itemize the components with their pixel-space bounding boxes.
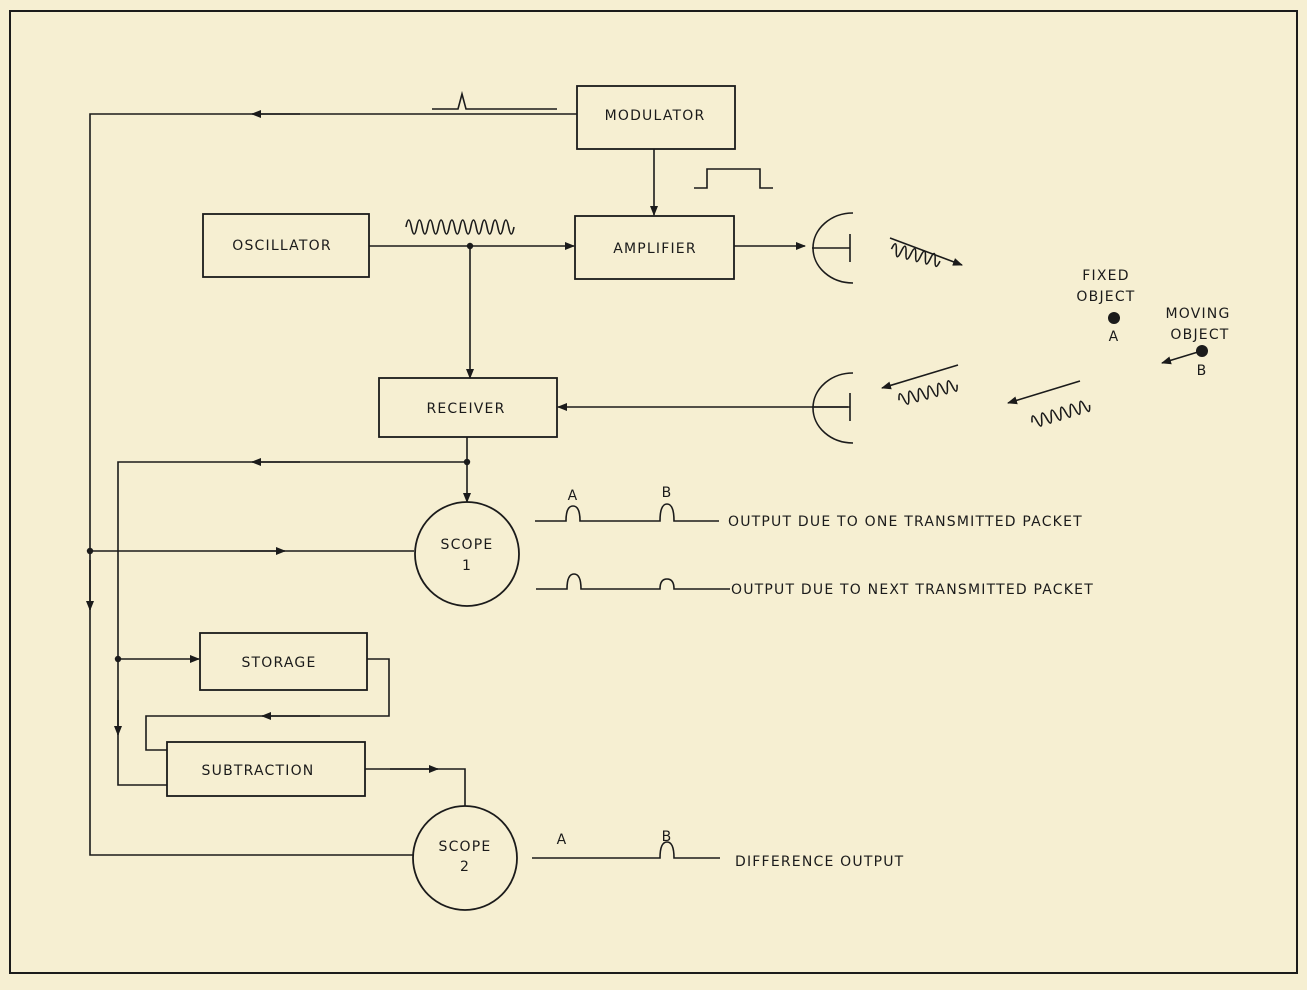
trace-1-label: OUTPUT DUE TO ONE TRANSMITTED PACKET xyxy=(728,514,1083,530)
trace-1-waveform xyxy=(535,503,719,522)
oscillator-block: OSCILLATOR xyxy=(202,213,370,278)
scope-2-number: 2 xyxy=(460,859,470,875)
oscillator-wave-icon xyxy=(405,219,515,235)
scope-1: SCOPE 1 xyxy=(414,501,520,607)
storage-label: STORAGE xyxy=(241,655,316,671)
trace-3-pulse-a-label: A xyxy=(557,832,568,848)
trace-1-pulse-b-label: B xyxy=(662,485,673,501)
signal-lines xyxy=(86,110,848,856)
returning-wave-packet-icon xyxy=(1007,380,1091,427)
scope-1-number: 1 xyxy=(462,558,472,574)
subtraction-to-scope-2 xyxy=(365,768,466,806)
receiver-block: RECEIVER xyxy=(378,377,558,438)
trace-2-waveform xyxy=(536,573,730,590)
trace-one-packet: A B OUTPUT DUE TO ONE TRANSMITTED PACKET xyxy=(535,485,1083,530)
scope-2: SCOPE 2 xyxy=(412,805,518,911)
page-frame xyxy=(9,10,1298,974)
trace-3-label: DIFFERENCE OUTPUT xyxy=(735,854,904,870)
oscillator-label: OSCILLATOR xyxy=(232,238,332,254)
fixed-object-label-2: OBJECT xyxy=(1076,289,1135,305)
moving-object-label-2: OBJECT xyxy=(1170,327,1229,343)
fixed-object-letter: A xyxy=(1109,329,1120,345)
receive-antenna-icon xyxy=(812,372,854,444)
fixed-object-dot xyxy=(1108,312,1120,324)
receiver-label: RECEIVER xyxy=(426,401,505,417)
trace-difference: A B DIFFERENCE OUTPUT xyxy=(532,829,904,870)
trace-next-packet: OUTPUT DUE TO NEXT TRANSMITTED PACKET xyxy=(536,573,1094,598)
modulator-block: MODULATOR xyxy=(576,85,736,150)
subtraction-block: SUBTRACTION xyxy=(166,741,366,797)
trace-1-pulse-a-label: A xyxy=(568,488,579,504)
subtraction-label: SUBTRACTION xyxy=(202,763,315,779)
transmitted-wave-packet-icon xyxy=(889,237,963,268)
scope-2-label: SCOPE xyxy=(439,839,492,855)
modulator-label: MODULATOR xyxy=(605,108,706,124)
receiver-branch-line xyxy=(117,461,467,786)
echo-wave-packet-icon xyxy=(881,364,959,405)
moving-object-letter: B xyxy=(1197,363,1208,379)
trace-3-waveform xyxy=(532,841,720,859)
transmit-antenna-icon xyxy=(812,212,854,284)
fixed-object-label-1: FIXED xyxy=(1082,268,1129,284)
fixed-object: FIXED OBJECT A xyxy=(1076,268,1135,345)
moving-object: MOVING OBJECT B xyxy=(1161,306,1230,379)
bus-to-scope-2 xyxy=(89,605,413,856)
moving-direction-arrow xyxy=(1161,351,1199,365)
storage-to-subtraction xyxy=(145,658,390,751)
amplifier-block: AMPLIFIER xyxy=(574,215,735,280)
square-pulse-icon xyxy=(694,168,773,189)
amplifier-label: AMPLIFIER xyxy=(613,241,697,257)
storage-block: STORAGE xyxy=(199,632,368,691)
moving-object-label-1: MOVING xyxy=(1165,306,1230,322)
moving-object-dot xyxy=(1196,345,1208,357)
scope-1-label: SCOPE xyxy=(441,537,494,553)
trace-3-pulse-b-label: B xyxy=(662,829,673,845)
sync-pulse-icon xyxy=(432,90,557,110)
trace-2-label: OUTPUT DUE TO NEXT TRANSMITTED PACKET xyxy=(731,582,1094,598)
modulator-sync-line xyxy=(89,113,577,605)
waveform-sketches xyxy=(405,90,773,235)
